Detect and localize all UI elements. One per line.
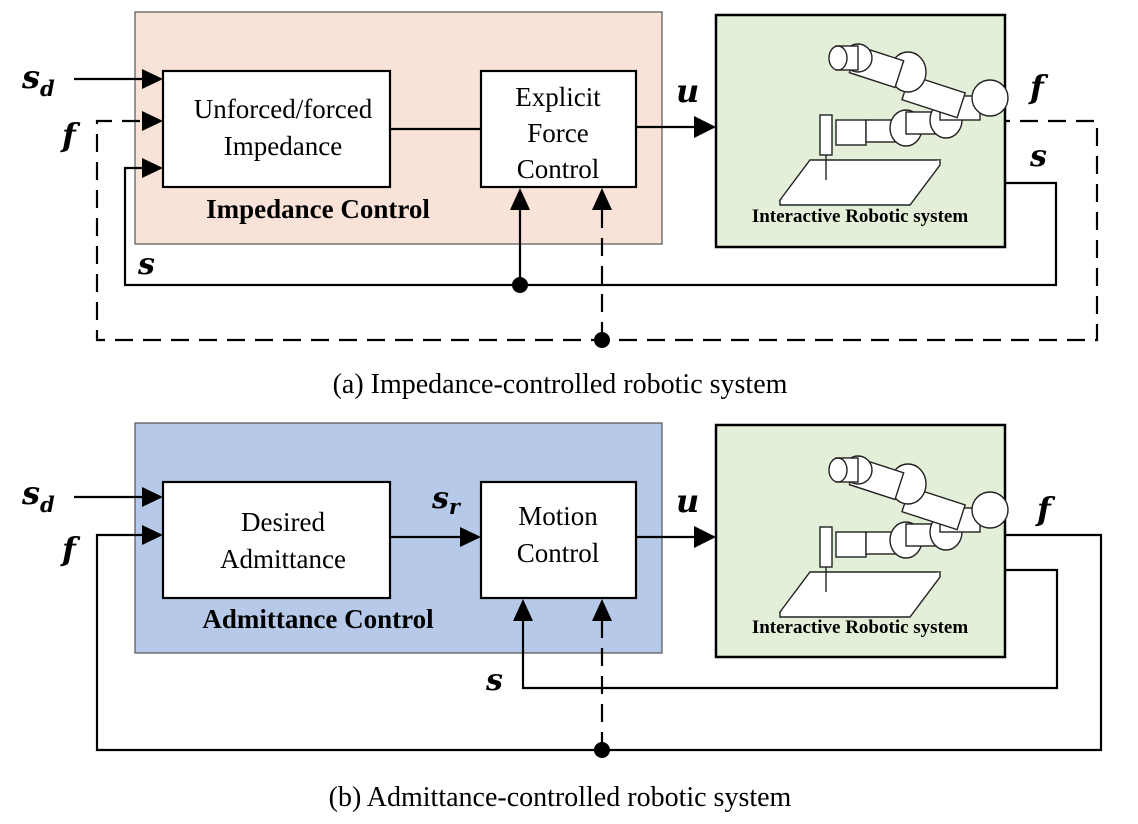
f-input-label: f	[60, 116, 81, 154]
panel-a: Impedance Control Unforced/forced Impeda…	[21, 11, 1099, 400]
sd-label: sd	[21, 58, 55, 101]
junction-dot-f	[594, 742, 610, 758]
caption-b: (b) Admittance-controlled robotic system	[329, 782, 792, 813]
block1-line1: Unforced/forced	[194, 94, 373, 124]
sd-label: sd	[21, 474, 55, 517]
motion-control-block	[479, 480, 638, 600]
block1-line2: Impedance	[224, 131, 342, 161]
block1-line2: Admittance	[220, 544, 346, 574]
block2-line2: Force	[527, 118, 588, 148]
f-input-label: f	[60, 530, 81, 568]
panel-b: Admittance Control Desired Admittance Mo…	[21, 422, 1103, 813]
caption-a: (a) Impedance-controlled robotic system	[333, 369, 788, 400]
system-label: Interactive Robotic system	[752, 206, 969, 227]
explicit-force-control-block	[479, 69, 638, 189]
s-feedback-label: s	[485, 663, 503, 698]
s-feedback-label: s	[137, 247, 155, 282]
junction-dot-f	[594, 332, 610, 348]
block2-line3: Control	[517, 154, 600, 184]
s-output-label: s	[1029, 139, 1047, 174]
junction-dot-s	[512, 277, 528, 293]
impedance-control-title: Impedance Control	[206, 194, 430, 224]
block2-line1: Motion	[518, 501, 598, 531]
u-label: u	[676, 482, 699, 520]
desired-admittance-block	[161, 480, 392, 600]
unforced-forced-impedance-block	[161, 69, 392, 189]
block1-line1: Desired	[241, 507, 325, 537]
admittance-control-title: Admittance Control	[202, 604, 434, 634]
f-output-label: f	[1028, 68, 1049, 106]
f-output-label: f	[1035, 490, 1056, 528]
sr-label: sr	[431, 481, 462, 519]
u-label: u	[676, 72, 699, 110]
block2-line2: Control	[517, 538, 600, 568]
system-label: Interactive Robotic system	[752, 617, 969, 638]
block2-line1: Explicit	[515, 82, 601, 112]
